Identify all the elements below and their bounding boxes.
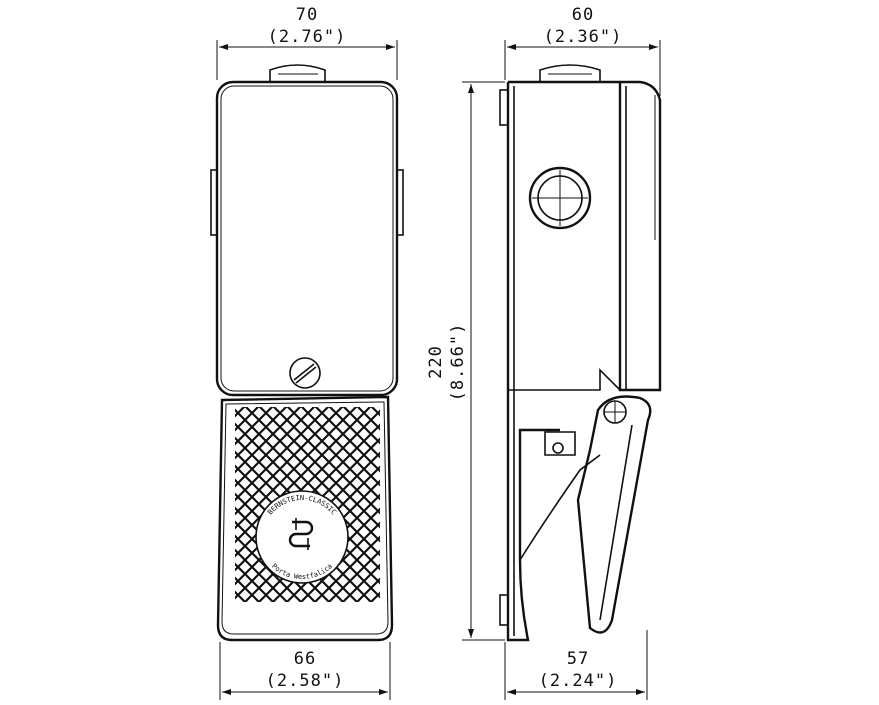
- screw-icon: [289, 357, 321, 389]
- pedal-front: [216, 395, 394, 642]
- svg-text:(2.58"): (2.58"): [266, 671, 345, 691]
- cable-gland: [269, 64, 326, 82]
- front-view: BERNSTEIN-CLASSIC Porta Westfalica: [210, 64, 404, 642]
- svg-text:(2.24"): (2.24"): [539, 671, 618, 691]
- dim-height: 220 (8.66"): [426, 81, 505, 641]
- svg-text:(8.66"): (8.66"): [448, 323, 468, 402]
- svg-text:(2.36"): (2.36"): [544, 27, 623, 47]
- svg-text:70: 70: [296, 5, 318, 25]
- housing-side: [508, 80, 662, 392]
- housing-upper: [215, 80, 399, 397]
- brand-logo: BERNSTEIN-CLASSIC Porta Westfalica: [255, 490, 349, 584]
- svg-text:220: 220: [426, 345, 446, 379]
- dim-side-depth: 60 (2.36"): [504, 5, 661, 96]
- pedal-lever: [576, 395, 652, 634]
- dim-pedal-width: 66 (2.58"): [219, 642, 391, 700]
- svg-text:(2.76"): (2.76"): [268, 27, 347, 47]
- svg-text:66: 66: [294, 649, 316, 669]
- dim-front-width: 70 (2.76"): [216, 5, 398, 80]
- cable-gland-side: [539, 64, 601, 82]
- side-view: [499, 64, 662, 642]
- svg-text:57: 57: [567, 649, 589, 669]
- svg-text:60: 60: [572, 5, 594, 25]
- cable-entry-icon: [528, 166, 592, 230]
- dim-side-base: 57 (2.24"): [504, 630, 648, 700]
